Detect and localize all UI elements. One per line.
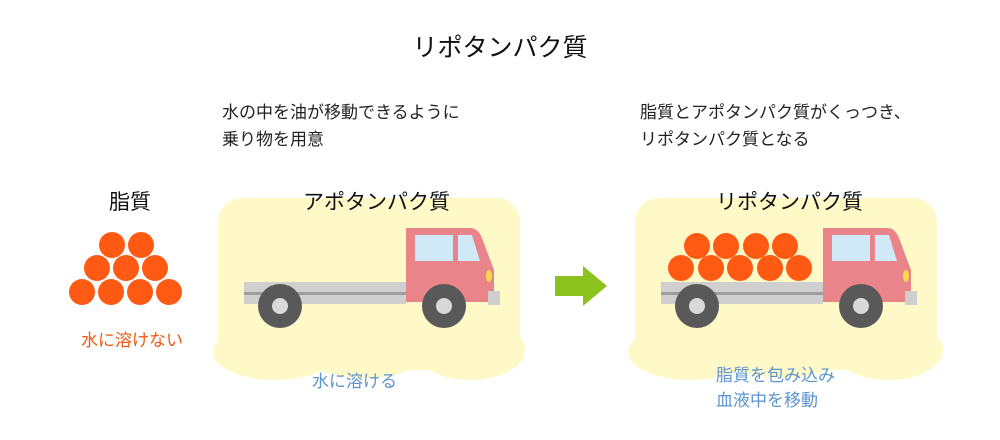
apoprotein-label: アポタンパク質	[303, 190, 450, 214]
truck-bumper	[488, 291, 500, 305]
lipoprotein-note: 脂質を包み込み 血液中を移動	[716, 364, 835, 414]
lipid-droplet	[84, 255, 110, 281]
truck-window	[415, 235, 453, 261]
lipoprotein-note-line1: 脂質を包み込み	[716, 366, 835, 386]
truck-window	[832, 235, 870, 261]
lipid-droplet	[786, 255, 812, 281]
lipid-droplet	[684, 233, 710, 259]
truck-window	[875, 235, 897, 261]
lipid-droplet	[98, 279, 124, 305]
lipid-droplet	[128, 232, 154, 258]
lipid-droplet	[127, 279, 153, 305]
lipoprotein-note-line2: 血液中を移動	[716, 391, 818, 411]
lipid-droplet	[69, 279, 95, 305]
lipoprotein-truck	[661, 228, 917, 328]
lipid-droplet	[668, 255, 694, 281]
truck-headlight	[486, 270, 492, 282]
lipid-label: 脂質	[109, 190, 151, 214]
truck-bumper	[905, 291, 917, 305]
lipoprotein-caption-line1: 脂質とアポタンパク質がくっつき、	[640, 103, 911, 123]
truck-window	[458, 235, 480, 261]
lipid-note: 水に溶けない	[81, 331, 183, 351]
lipid-droplet	[698, 255, 724, 281]
lipoprotein-caption-line2: リポタンパク質となる	[640, 130, 810, 150]
lipoprotein-caption: 脂質とアポタンパク質がくっつき、 リポタンパク質となる	[640, 100, 911, 154]
apoprotein-truck	[244, 228, 500, 328]
apoprotein-caption: 水の中を油が移動できるように 乗り物を用意	[222, 100, 460, 154]
truck-headlight	[903, 270, 909, 282]
lipid-droplet	[727, 255, 753, 281]
apoprotein-caption-line1: 水の中を油が移動できるように	[222, 103, 460, 123]
lipid-pile	[69, 232, 182, 305]
lipid-droplet	[156, 279, 182, 305]
lipoprotein-label: リポタンパク質	[716, 190, 863, 214]
arrow-right-icon	[555, 266, 607, 306]
lipid-droplet	[743, 233, 769, 259]
lipid-droplet	[142, 255, 168, 281]
lipid-droplet	[772, 233, 798, 259]
lipid-droplet	[113, 255, 139, 281]
diagram-title: リポタンパク質	[412, 33, 588, 62]
lipid-droplet	[713, 233, 739, 259]
apoprotein-caption-line2: 乗り物を用意	[222, 130, 324, 150]
apoprotein-note: 水に溶ける	[312, 372, 397, 392]
lipid-droplet	[757, 255, 783, 281]
lipid-droplet	[99, 232, 125, 258]
lipid-cargo	[668, 233, 812, 281]
